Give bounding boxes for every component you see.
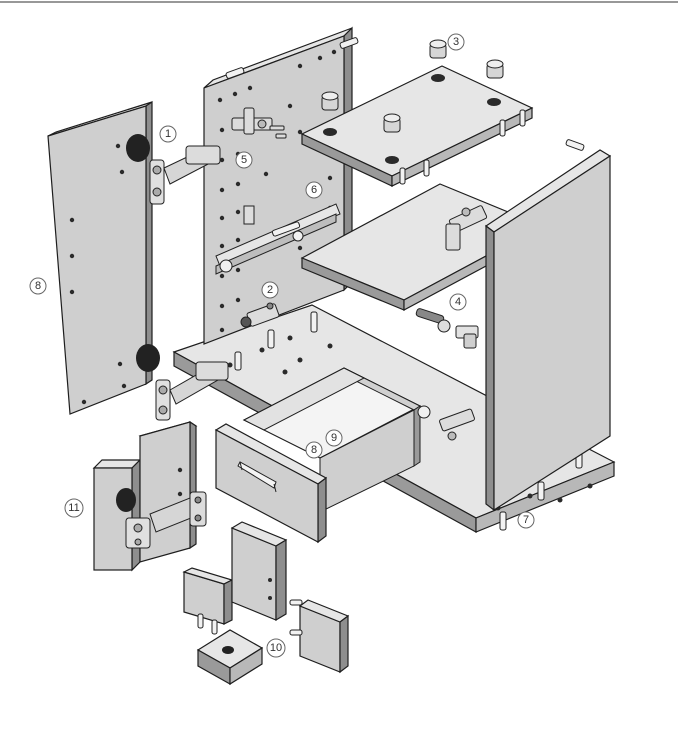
hinge-11 bbox=[125, 491, 207, 549]
callout-1-label: 1 bbox=[165, 128, 171, 140]
connector-4 bbox=[415, 308, 479, 349]
callout-6-label: 6 bbox=[311, 184, 317, 196]
callout-2-label: 2 bbox=[267, 284, 273, 296]
callout-9: 9 bbox=[325, 429, 343, 447]
callout-5-label: 5 bbox=[241, 154, 247, 166]
callout-8-door-label: 8 bbox=[35, 280, 41, 292]
door-panel bbox=[47, 100, 160, 415]
callout-4: 4 bbox=[449, 293, 467, 311]
fitting-2 bbox=[240, 302, 280, 328]
left-side-panel bbox=[203, 26, 359, 345]
callout-7-label: 7 bbox=[523, 514, 529, 526]
callout-8-door: 8 bbox=[29, 277, 47, 295]
drawer-runner-6 bbox=[215, 203, 341, 275]
small-part-d bbox=[196, 629, 264, 686]
drawer bbox=[214, 367, 431, 544]
right-side-panel bbox=[439, 139, 612, 512]
callout-11: 11 bbox=[64, 498, 84, 518]
callout-8-drawer-label: 8 bbox=[311, 444, 317, 456]
callout-5: 5 bbox=[235, 151, 253, 169]
top-panel bbox=[300, 39, 534, 187]
callout-10-label: 10 bbox=[270, 642, 282, 654]
callout-8-drawer: 8 bbox=[305, 441, 323, 459]
callout-3: 3 bbox=[447, 33, 465, 51]
callout-6: 6 bbox=[305, 181, 323, 199]
callout-9-label: 9 bbox=[331, 432, 337, 444]
small-panel-11 bbox=[92, 458, 142, 572]
callout-7: 7 bbox=[517, 511, 535, 529]
callout-2: 2 bbox=[261, 281, 279, 299]
small-part-b bbox=[230, 521, 288, 622]
hinge-lower bbox=[155, 361, 229, 421]
callout-3-label: 3 bbox=[453, 36, 459, 48]
fitting-5 bbox=[231, 107, 287, 139]
small-part-a bbox=[182, 567, 234, 635]
hinge-1 bbox=[149, 145, 221, 205]
callout-4-label: 4 bbox=[455, 296, 461, 308]
callout-1: 1 bbox=[159, 125, 177, 143]
small-part-c bbox=[289, 599, 350, 674]
callout-11-label: 11 bbox=[68, 502, 79, 514]
callout-10: 10 bbox=[266, 638, 286, 658]
